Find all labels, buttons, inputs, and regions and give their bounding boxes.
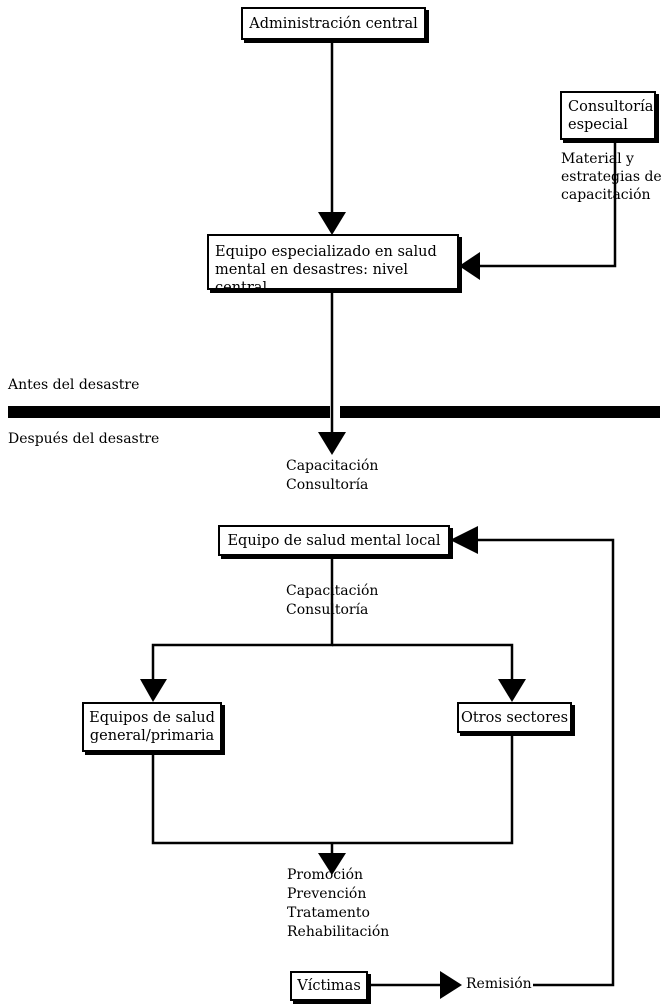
node-equipos-salud-general: Equipos de salud general/primaria: [82, 702, 222, 752]
label-before-disaster: Antes del desastre: [8, 377, 140, 393]
node-label-line: mental en desastres: nivel central: [215, 262, 408, 296]
arrowhead: [318, 212, 346, 235]
arrowhead: [140, 679, 167, 702]
edge-split-right: [332, 643, 514, 680]
arrowhead: [498, 679, 526, 702]
arrowhead: [440, 971, 462, 999]
node-label-line: Equipos de salud: [89, 710, 215, 726]
node-equipo-salud-mental-local: Equipo de salud mental local: [218, 525, 450, 556]
node-label: Equipo de salud mental local: [227, 533, 441, 549]
phase-divider-left: [8, 406, 330, 418]
node-equipo-especializado-central: Equipo especializado en salud mental en …: [207, 234, 459, 296]
node-victimas: Víctimas: [290, 971, 368, 1001]
node-label: Administración central: [249, 16, 418, 32]
edge-label-capacitacion-1: Capacitación Consultoría: [286, 458, 379, 493]
node-label-line: general/primaria: [89, 728, 215, 744]
node-label-line: especial: [568, 117, 628, 133]
label-after-disaster: Después del desastre: [8, 431, 160, 447]
arrowhead: [459, 252, 480, 280]
node-label-line: Equipo especializado en salud: [215, 244, 437, 260]
edge-consultoria-to-central: [480, 140, 617, 268]
arrowhead: [318, 853, 346, 875]
node-label: Otros sectores: [460, 710, 569, 726]
edge-label-servicios: Promoción Prevención Tratamento Rehabili…: [287, 867, 390, 940]
node-label: Víctimas: [297, 978, 361, 994]
phase-divider-right: [340, 406, 660, 418]
node-label-line: Consultoría: [568, 99, 654, 115]
arrowhead: [318, 432, 346, 455]
edge-label-capacitacion-2: Capacitación Consultoría: [286, 583, 379, 618]
node-otros-sectores: Otros sectores: [457, 702, 572, 733]
edge-local-to-split: [151, 556, 334, 680]
arrowhead: [450, 526, 478, 554]
edge-label-remision: Remisión: [466, 976, 532, 992]
edge-remision-to-local: [478, 538, 615, 987]
node-administracion-central: Administración central: [241, 7, 426, 40]
node-consultoria-especial: Consultoría especial: [560, 91, 656, 140]
edge-label-material: Material y estrategias de capacitación: [561, 151, 662, 203]
